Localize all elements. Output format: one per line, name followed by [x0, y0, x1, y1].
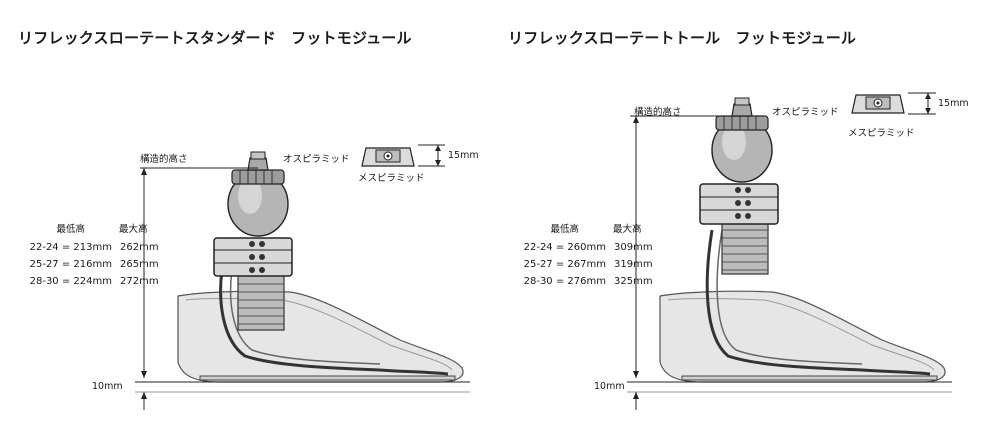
table-row: 25-27 = 216mm 265mm [29, 259, 159, 270]
heel-height-label: 10mm [594, 381, 625, 392]
min-height-header: 最低高 [550, 224, 579, 235]
female-pyramid [361, 147, 415, 167]
pyramid-height-label: 15mm [938, 98, 969, 109]
carbon-foot-plate [219, 269, 449, 376]
heel-height-label: 10mm [92, 381, 123, 392]
foot-module-diagram [135, 144, 470, 410]
table-row: 28-30 = 276mm 325mm [523, 276, 653, 287]
min-height-header: 最低高 [56, 224, 85, 235]
threaded-pylon [721, 221, 769, 275]
pyramid-height-label: 15mm [448, 150, 479, 161]
foot-module-diagram [627, 92, 952, 410]
table-row: 25-27 = 267mm 319mm [523, 259, 653, 270]
max-height-header: 最大高 [613, 224, 642, 235]
table-row: 22-24 = 260mm 309mm [523, 242, 653, 253]
panel-standard: リフレックスローテートスタンダード フットモジュール [0, 29, 479, 410]
panel-title: リフレックスローテートスタンダード フットモジュール [18, 29, 412, 47]
male-pyramid [731, 103, 753, 117]
female-pyramid [851, 94, 905, 114]
threaded-pylon [237, 267, 285, 331]
carbon-foot-plate [705, 229, 931, 376]
panel-tall: リフレックスローテートトール フットモジュール [500, 0, 1000, 428]
female-pyramid-label: メスピラミッド [358, 173, 425, 184]
table-row: 28-30 = 224mm 272mm [29, 276, 159, 287]
table-row: 22-24 = 213mm 262mm [29, 242, 159, 253]
height-table: 最低高 最大高 22-24 = 260mm 309mm 25-27 = 267m… [494, 221, 684, 290]
male-pyramid-label: オスピラミッド [283, 154, 350, 165]
structural-height-label: 構造的高さ [140, 154, 188, 165]
height-table: 最低高 最大高 22-24 = 213mm 262mm 25-27 = 216m… [0, 221, 190, 290]
structural-height-label: 構造的高さ [634, 107, 682, 118]
male-pyramid-label: オスピラミッド [772, 107, 839, 118]
female-pyramid-label: メスピラミッド [848, 128, 915, 139]
panel-title: リフレックスローテートトール フットモジュール [508, 29, 857, 47]
max-height-header: 最大高 [119, 224, 148, 235]
male-pyramid [247, 157, 269, 171]
